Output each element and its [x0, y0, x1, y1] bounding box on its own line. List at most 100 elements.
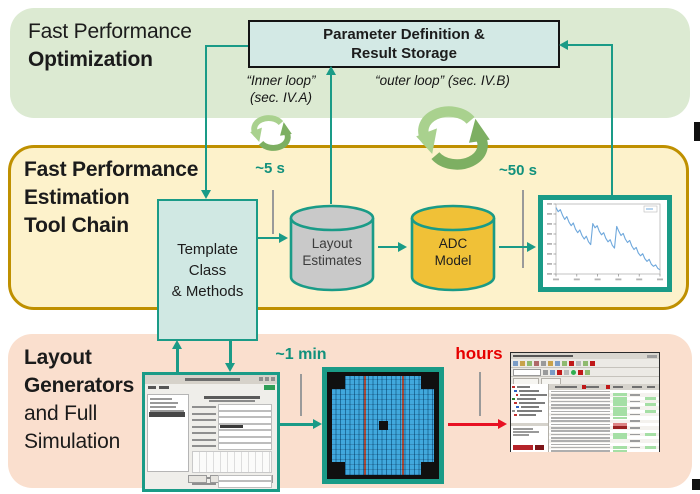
outer-loop-icon: [416, 106, 490, 170]
page-crop-mark: [692, 479, 700, 490]
arrowhead: [313, 419, 322, 429]
arrowhead: [527, 241, 536, 252]
cost-curve-plot: [547, 203, 663, 281]
time-label-layout: ~1 min: [275, 346, 327, 363]
toolbar-icon: [583, 360, 588, 366]
arrow-template-to-gui: [228, 341, 232, 365]
corner-mark: [332, 376, 345, 389]
database-cylinder-icon: [289, 204, 375, 292]
form-row: [192, 430, 272, 437]
table-row: [549, 446, 659, 450]
arrow-chart-to-param: [567, 44, 613, 47]
toolbar-icon: [555, 360, 560, 366]
tab-strip: [511, 377, 659, 385]
toolbar-icon: [569, 360, 574, 366]
layout-cell-array: [332, 376, 434, 475]
status-dot: [571, 369, 576, 375]
tree-item: [512, 389, 547, 393]
tree-item: [512, 413, 547, 417]
param-box-line2: Result Storage: [351, 45, 457, 62]
table-row: [549, 430, 659, 433]
table-row: [549, 399, 659, 404]
results-table: [549, 390, 659, 452]
window-controls: [259, 377, 275, 381]
toolbar-icon: [527, 360, 532, 366]
title-line: Fast Performance: [28, 20, 192, 43]
form-row: [192, 436, 272, 443]
gui-screenshot: [142, 372, 280, 492]
param-box-line1: Parameter Definition &: [323, 26, 485, 43]
corner-mark: [332, 462, 345, 475]
arrowhead: [200, 190, 211, 199]
window-titlebar: [145, 375, 277, 384]
arrow-db-to-adc: [378, 246, 399, 249]
toolbar-icon: [541, 360, 546, 366]
table-row: [549, 439, 659, 443]
form-row: [192, 404, 272, 411]
page-crop-mark: [694, 122, 700, 141]
corner-mark: [421, 376, 434, 389]
tree-item: [512, 405, 547, 409]
tree-item: [512, 401, 547, 405]
arrow-chart-to-param: [611, 44, 614, 196]
toolbar-icon: [562, 360, 567, 366]
properties-panel: [511, 426, 548, 452]
toolbar-icon: [590, 360, 595, 366]
toolbar-icon: [548, 360, 553, 366]
arrow-param-to-template: [205, 45, 248, 48]
database-cylinder-icon: [410, 204, 496, 292]
arrow-gui-to-template: [175, 348, 179, 372]
table-row: [549, 416, 659, 420]
optimization-band-title: Fast Performance Optimization: [28, 18, 192, 74]
time-label-simulation: hours: [455, 344, 503, 363]
parameter-form-panel: [189, 394, 275, 488]
table-row: [549, 423, 659, 427]
table-row: [549, 390, 659, 393]
inner-loop-label: “Inner loop” (sec. IV.A): [246, 73, 316, 105]
table-row: [549, 396, 659, 400]
tree-item: [512, 409, 547, 413]
simulation-screenshot: [510, 352, 660, 452]
arrow-gui-to-layout: [280, 423, 314, 426]
parameter-list-panel: [147, 394, 189, 472]
design-tree-panel: [511, 384, 548, 423]
table-row: [549, 393, 659, 397]
toolbar-icon: [513, 360, 518, 366]
menu-bar: [145, 384, 277, 392]
arrow-adc-to-chart: [499, 246, 528, 249]
table-row: [549, 419, 659, 423]
generator-band-title: Layout Generators and Full Simulation: [24, 346, 135, 453]
table-header: [549, 384, 659, 390]
arrowhead: [279, 232, 288, 243]
value-grid: [192, 451, 272, 473]
adc-model-db: ADC Model: [409, 203, 497, 293]
results-chart: [538, 195, 672, 292]
arrowhead: [398, 241, 407, 252]
time-label-estimates: ~5 s: [255, 160, 285, 177]
tree-item: [512, 393, 547, 397]
tree-item: [512, 385, 547, 389]
window-titlebar: [511, 353, 659, 359]
table-row: [549, 432, 659, 437]
arrow-param-to-template: [205, 45, 208, 192]
template-class-box: Template Class & Methods: [157, 199, 258, 341]
center-mark: [378, 421, 388, 430]
table-row: [549, 436, 659, 440]
outer-loop-label: “outer loop” (sec. IV.B): [375, 73, 510, 88]
form-row: [192, 443, 272, 450]
arrow-db-to-param: [330, 74, 333, 204]
tree-item: [512, 397, 547, 401]
form-row: [192, 410, 272, 417]
toolbar-icon: [534, 360, 539, 366]
red-grid-line: [364, 376, 367, 475]
arrowhead: [498, 419, 507, 429]
estimation-band-title: Fast Performance Estimation Tool Chain: [24, 158, 199, 237]
parameter-definition-box: Parameter Definition & Result Storage: [248, 20, 560, 68]
layout-screenshot: [322, 367, 444, 484]
form-row: [192, 423, 272, 430]
arrowhead: [325, 66, 336, 75]
inner-loop-icon: [250, 115, 292, 151]
selected-list-item: [149, 412, 185, 417]
layout-estimates-db: Layout Estimates: [288, 203, 376, 293]
